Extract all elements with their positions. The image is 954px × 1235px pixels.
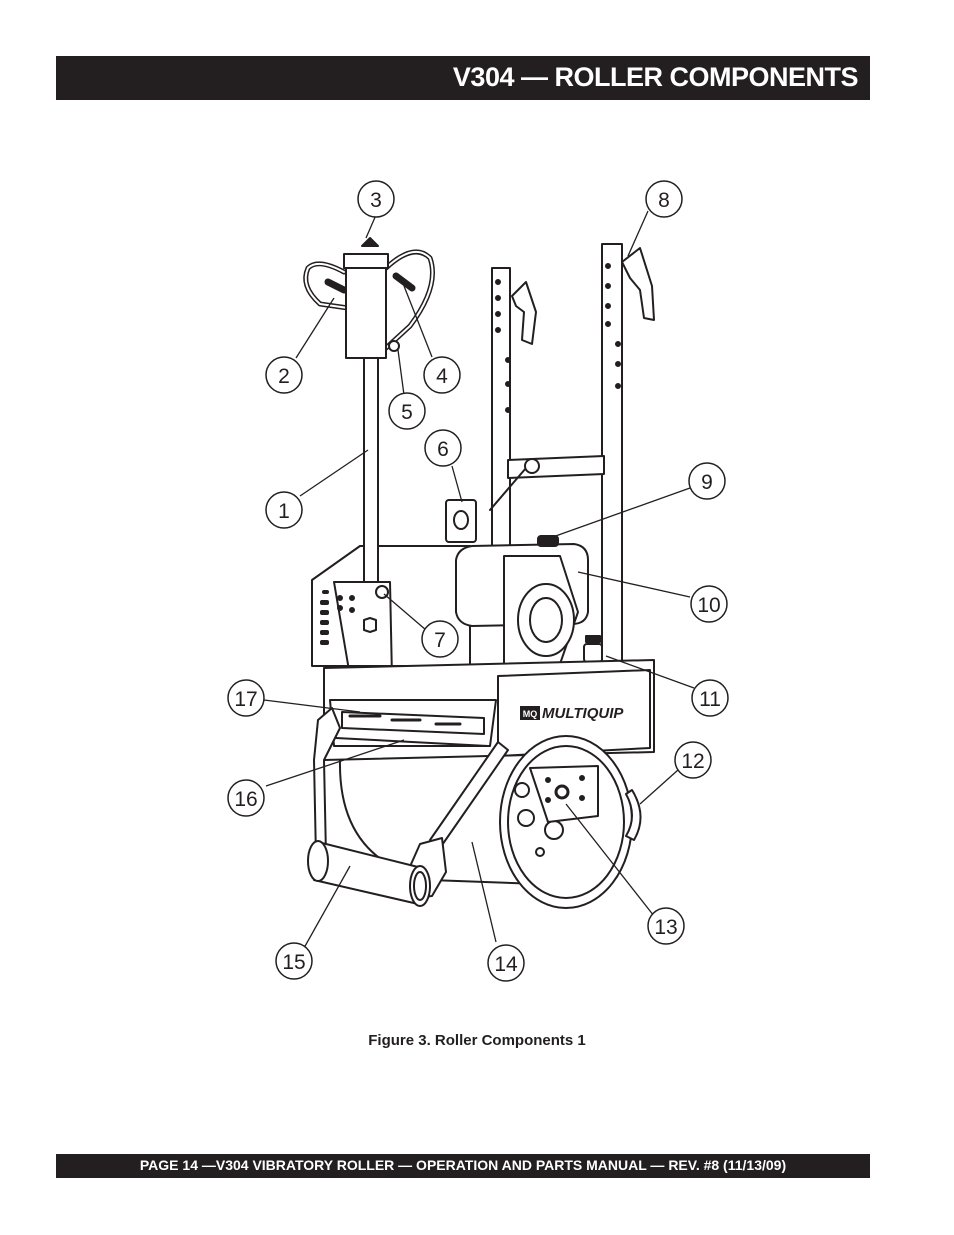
- brand-plate: MQ MULTIQUIP: [520, 705, 624, 722]
- svg-text:7: 7: [434, 629, 446, 652]
- rear-frame: [489, 243, 655, 665]
- mq-logo: [520, 706, 540, 720]
- mq-logo-text: MQ: [523, 709, 538, 719]
- drum-scraper: [625, 789, 642, 841]
- svg-text:12: 12: [681, 750, 704, 773]
- svg-text:3: 3: [370, 189, 382, 212]
- oil-fitting: [583, 643, 603, 663]
- throttle-knob: [361, 237, 379, 247]
- callout-4: 4: [423, 356, 461, 394]
- page-header: V304 — ROLLER COMPONENTS: [56, 56, 870, 100]
- svg-text:14: 14: [494, 953, 518, 976]
- page-title: V304 — ROLLER COMPONENTS: [452, 62, 859, 92]
- svg-text:13: 13: [654, 916, 677, 939]
- figure-caption: Figure 3. Roller Components 1: [368, 1032, 586, 1049]
- lifting-eye: [445, 499, 477, 543]
- callout-3: 3: [357, 180, 395, 218]
- svg-text:11: 11: [699, 688, 721, 711]
- callout-14: 14: [487, 944, 525, 982]
- callout-7: 7: [421, 620, 459, 658]
- handle-head: [345, 265, 387, 359]
- svg-text:4: 4: [436, 365, 448, 388]
- callout-9: 9: [688, 462, 726, 500]
- svg-text:9: 9: [701, 471, 713, 494]
- footer-text: PAGE 14 —V304 VIBRATORY ROLLER — OPERATI…: [139, 1157, 787, 1173]
- callout-5: 5: [388, 392, 426, 430]
- callout-6: 6: [424, 429, 462, 467]
- svg-text:15: 15: [282, 951, 305, 974]
- callout-13: 13: [647, 907, 685, 945]
- callout-10: 10: [690, 585, 728, 623]
- fuel-cap: [537, 535, 559, 547]
- brand-name: MULTIQUIP: [542, 705, 624, 722]
- callout-2: 2: [265, 356, 303, 394]
- svg-text:16: 16: [234, 788, 257, 811]
- callout-16: 16: [227, 779, 265, 817]
- callout-12: 12: [674, 741, 712, 779]
- svg-text:17: 17: [234, 688, 257, 711]
- callout-8: 8: [645, 180, 683, 218]
- page-footer: PAGE 14 —V304 VIBRATORY ROLLER — OPERATI…: [56, 1154, 870, 1178]
- leader-lines: [263, 210, 695, 949]
- callout-17: 17: [227, 679, 265, 717]
- svg-text:2: 2: [278, 365, 290, 388]
- callout-15: 15: [275, 942, 313, 980]
- svg-text:8: 8: [658, 189, 670, 212]
- callouts: 1 2 3 4 5 6 7 8 9 10 11 12 13 14 15 16 1…: [227, 180, 729, 982]
- svg-text:5: 5: [401, 401, 413, 424]
- callout-11: 11: [691, 679, 729, 717]
- svg-text:10: 10: [697, 594, 720, 617]
- svg-text:6: 6: [437, 438, 449, 461]
- handle-tube: [363, 357, 379, 583]
- svg-text:1: 1: [278, 500, 290, 523]
- callout-1: 1: [265, 491, 303, 529]
